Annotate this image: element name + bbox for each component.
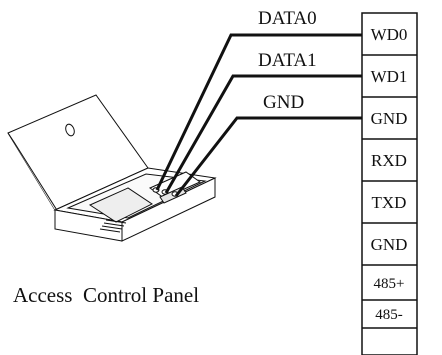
- vent-slot: [105, 219, 127, 224]
- wires: [155, 33, 362, 197]
- terminal-block: WD0 WD1 GND RXD TXD GND 485+ 485-: [361, 12, 418, 355]
- vent-slot: [101, 225, 123, 230]
- terminal-gnd-2: GND: [371, 235, 408, 254]
- terminal-rxd: RXD: [371, 151, 407, 170]
- wire-data0: [155, 33, 362, 191]
- terminal-485-minus: 485-: [375, 307, 403, 323]
- terminal-wd0: WD0: [371, 25, 408, 44]
- vent-slot: [103, 222, 125, 227]
- wire-label-data1: DATA1: [258, 50, 317, 71]
- terminal-gnd-1: GND: [371, 109, 408, 128]
- terminal-485-plus: 485+: [374, 276, 405, 292]
- wire-label-data0: DATA0: [258, 8, 317, 29]
- access-control-panel-device: [7, 94, 217, 242]
- terminal-wd1: WD1: [371, 67, 408, 86]
- terminal-txd: TXD: [372, 193, 407, 212]
- device-caption: Access Control Panel: [13, 283, 199, 307]
- wire-gnd: [174, 116, 362, 197]
- wire-data1: [164, 74, 362, 194]
- inner-board: [88, 187, 153, 223]
- vent-slot: [99, 228, 121, 233]
- terminal-block-border: [361, 12, 418, 355]
- wire-label-gnd: GND: [263, 92, 304, 113]
- lid-screw-icon: [65, 123, 75, 137]
